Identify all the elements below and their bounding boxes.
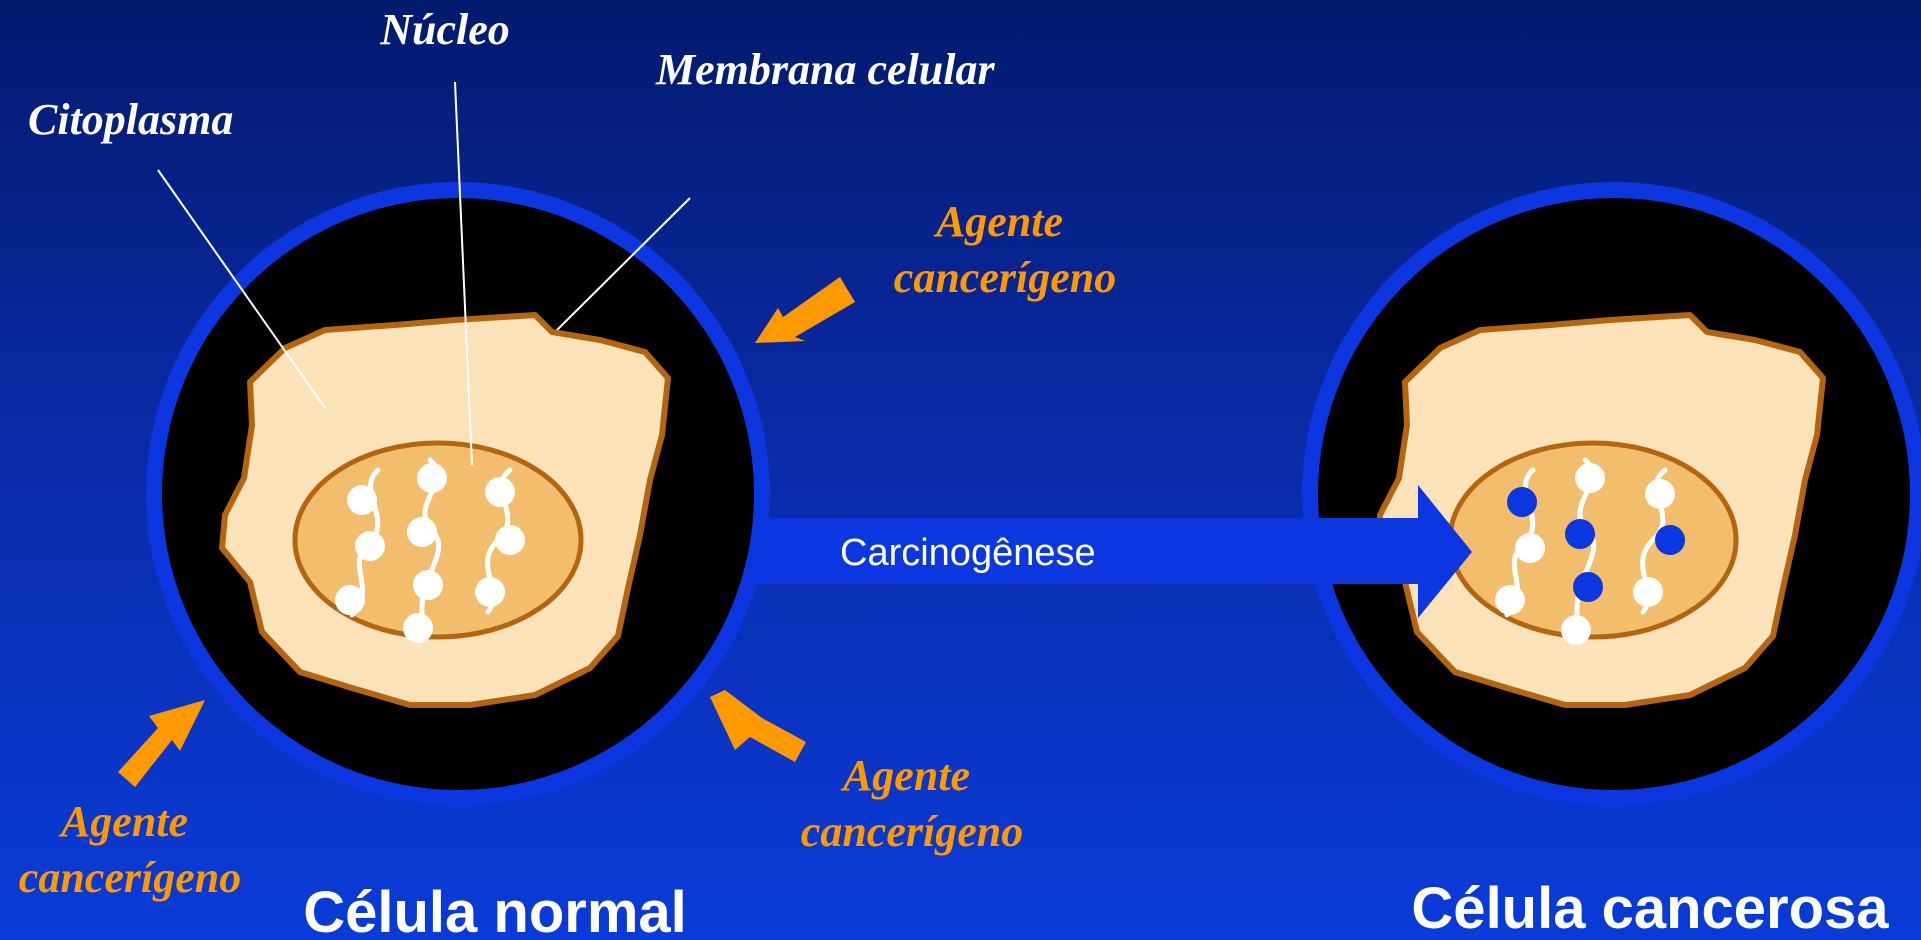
normal-cell [146, 182, 770, 806]
membrane-label: Membrana celular [655, 45, 995, 94]
agent-arrow-bottom-left [118, 700, 205, 787]
cancer-cell [1302, 182, 1921, 806]
mutated-gene [1507, 487, 1537, 517]
agent-arrow-bottom-right [710, 690, 806, 762]
cancer-gene [1633, 577, 1663, 607]
normal-gene [417, 463, 447, 493]
cancer-cell-title: Célula cancerosa [1411, 876, 1889, 940]
normal-gene [347, 485, 377, 515]
normal-cell-title: Célula normal [303, 880, 687, 940]
cancer-gene [1515, 533, 1545, 563]
normal-gene [355, 531, 385, 561]
cancer-gene [1645, 479, 1675, 509]
cancer-gene [1495, 585, 1525, 615]
mutated-gene [1565, 519, 1595, 549]
nucleus-label: Núcleo [379, 5, 510, 54]
mutated-gene [1573, 572, 1603, 602]
mutated-gene [1655, 525, 1685, 555]
normal-gene [407, 517, 437, 547]
normal-gene [485, 477, 515, 507]
agent-label-bottom-right: Agente cancerígeno [801, 751, 1023, 856]
normal-gene [335, 585, 365, 615]
normal-gene [475, 577, 505, 607]
agent-label-bottom-left: Agente cancerígeno [19, 797, 241, 902]
agent-label-top: Agente cancerígeno [894, 197, 1116, 302]
cancer-gene [1575, 463, 1605, 493]
normal-gene [403, 613, 433, 643]
normal-gene [413, 570, 443, 600]
cancer-gene [1561, 615, 1591, 645]
cytoplasm-label: Citoplasma [28, 95, 233, 144]
normal-gene [495, 525, 525, 555]
process-label: Carcinogênese [840, 532, 1096, 574]
agent-arrow-top [755, 277, 855, 343]
